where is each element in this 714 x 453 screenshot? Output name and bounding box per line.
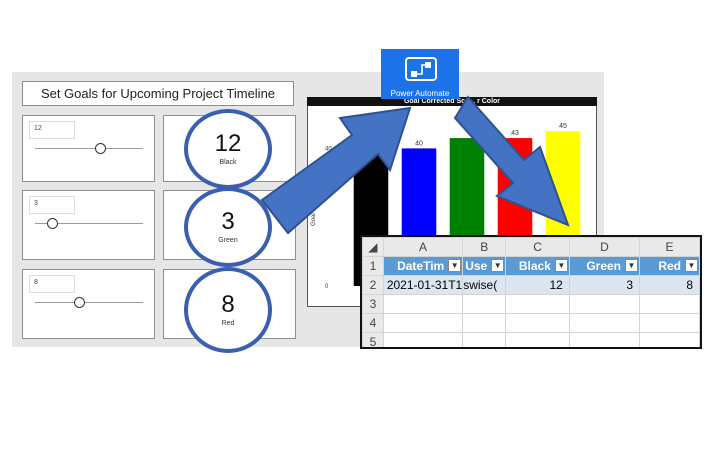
filter-dropdown-icon[interactable]: ▼	[554, 259, 568, 272]
filter-dropdown-icon[interactable]: ▼	[491, 259, 505, 272]
table-cell[interactable]	[639, 294, 700, 314]
goal-ring-green: 3 Green	[184, 187, 272, 267]
table-cell[interactable]	[382, 332, 464, 347]
filter-dropdown-icon[interactable]: ▼	[625, 259, 639, 272]
header-text: Red	[658, 259, 681, 273]
table-cell[interactable]	[639, 313, 700, 333]
column-header[interactable]: B	[462, 237, 507, 257]
bar-data-label: 43	[511, 130, 519, 137]
slider-thumb[interactable]	[95, 143, 106, 154]
table-header-cell[interactable]: Red ▼	[639, 256, 700, 276]
filter-dropdown-icon[interactable]: ▼	[448, 259, 462, 272]
slider-thumb[interactable]	[74, 297, 85, 308]
table-cell[interactable]	[462, 294, 507, 314]
goal-label: Black	[219, 159, 237, 166]
row-header[interactable]: 3	[362, 294, 384, 314]
slider-thumb[interactable]	[47, 218, 58, 229]
column-header[interactable]: D	[568, 237, 641, 257]
table-header-cell[interactable]: Black▼	[505, 256, 570, 276]
y-axis-label: Goal C	[311, 207, 317, 226]
table-header-cell[interactable]: DateTim▼	[382, 256, 464, 276]
table-cell[interactable]	[505, 313, 570, 333]
table-cell[interactable]	[505, 332, 570, 347]
slider-value: 12	[29, 121, 75, 139]
filter-dropdown-icon[interactable]: ▼	[685, 259, 698, 272]
spreadsheet-grid: ◢ A B C D E 1 DateTim▼ Use▼ Black▼ Green…	[362, 237, 700, 347]
slider-track[interactable]	[35, 148, 143, 149]
slider-card-black: 12	[22, 115, 155, 182]
y-tick-label: 40	[325, 146, 332, 152]
excel-sheet: ◢ A B C D E 1 DateTim▼ Use▼ Black▼ Green…	[360, 235, 702, 349]
table-cell[interactable]	[462, 313, 507, 333]
table-cell[interactable]	[382, 294, 464, 314]
flow-icon	[405, 57, 437, 81]
table-cell[interactable]	[568, 294, 641, 314]
goal-value: 8	[221, 291, 235, 318]
table-cell[interactable]: swise(	[462, 275, 507, 295]
bar-data-label: 40	[415, 140, 423, 147]
header-text: DateTim	[397, 259, 445, 273]
power-automate-label: Power Automate	[390, 89, 450, 98]
row-header[interactable]: 1	[362, 256, 384, 276]
header-text: Black	[518, 259, 551, 273]
slider-track[interactable]	[35, 223, 143, 224]
page-title: Set Goals for Upcoming Project Timeline	[22, 81, 294, 106]
header-text: Use	[465, 259, 488, 273]
table-cell[interactable]	[382, 313, 464, 333]
arrow-to-automate-icon	[260, 106, 412, 235]
goal-label: Red	[221, 320, 235, 327]
slider-value: 3	[29, 196, 75, 214]
select-all-corner[interactable]: ◢	[362, 237, 384, 257]
table-cell[interactable]	[505, 294, 570, 314]
column-header[interactable]: E	[639, 237, 700, 257]
row-header[interactable]: 4	[362, 313, 384, 333]
table-cell[interactable]	[568, 332, 641, 347]
row-header[interactable]: 2	[362, 275, 384, 295]
table-cell[interactable]	[462, 332, 507, 347]
table-cell[interactable]: 12	[505, 275, 570, 295]
table-cell[interactable]: 2021-01-31T1	[382, 275, 464, 295]
arrow-to-excel-icon	[453, 95, 570, 227]
row-header[interactable]: 5	[362, 332, 384, 347]
table-cell[interactable]: 3	[568, 275, 641, 295]
slider-card-red: 8	[22, 269, 155, 339]
goal-value: 3	[221, 208, 235, 235]
header-text: Green	[586, 259, 622, 273]
slider-card-green: 3	[22, 190, 155, 260]
table-header-cell[interactable]: Use▼	[462, 256, 507, 276]
goal-ring-black: 12 Black	[184, 109, 272, 189]
goal-value: 12	[214, 130, 242, 157]
goal-ring-red: 8 Red	[184, 267, 272, 353]
table-cell[interactable]	[639, 332, 700, 347]
bar-data-label: 45	[559, 123, 567, 130]
slider-track[interactable]	[35, 302, 143, 303]
goal-label: Green	[218, 237, 238, 244]
column-header[interactable]: C	[505, 237, 570, 257]
table-cell[interactable]	[568, 313, 641, 333]
slider-value: 8	[29, 275, 75, 293]
y-tick-label: 0	[325, 284, 329, 290]
power-automate-tile[interactable]: Power Automate	[381, 49, 459, 99]
table-header-cell[interactable]: Green▼	[568, 256, 641, 276]
chart-title: Goal Corrected Sco... r Color	[307, 97, 597, 106]
column-header[interactable]: A	[382, 237, 464, 257]
table-cell[interactable]: 8	[639, 275, 700, 295]
